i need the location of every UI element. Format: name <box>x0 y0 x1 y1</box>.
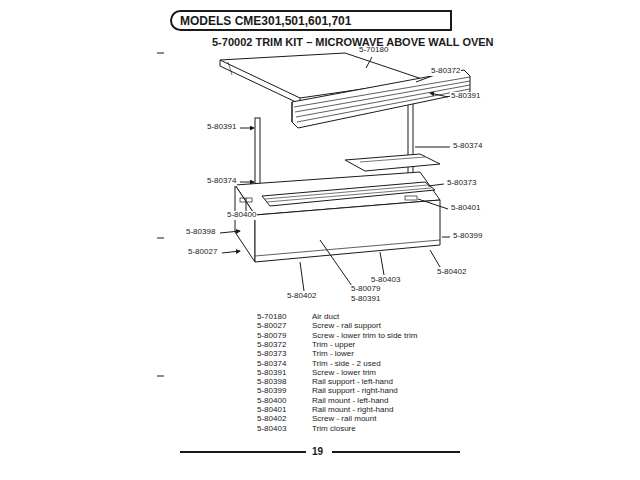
part-description-cell: Trim - upper <box>312 341 355 350</box>
part-description-cell: Rail mount - right-hand <box>312 406 393 415</box>
part-description-cell: Screw - rail support <box>312 322 381 331</box>
part-number-cell: 5-80079 <box>257 332 286 341</box>
part-number-cell: 5-80403 <box>257 425 286 434</box>
part-number-cell: 5-80372 <box>257 341 286 350</box>
part-description-cell: Trim closure <box>312 425 356 434</box>
part-description-cell: Air duct <box>312 313 339 322</box>
part-description-cell: Rail support - left-hand <box>312 378 393 387</box>
callout-number: 5-80374 <box>206 177 237 186</box>
callout-number: 5-80399 <box>452 232 483 241</box>
callout-number: 5-80373 <box>446 179 477 188</box>
model-header-band: MODELS CME301,501,601,701 <box>170 10 452 31</box>
callout-number: 5-80374 <box>452 142 483 151</box>
callout-number: 5-80079 <box>350 285 381 294</box>
part-description-cell: Trim - lower <box>312 350 354 359</box>
callout-number: 5-80391 <box>350 295 381 304</box>
page-number: 19 <box>312 446 323 457</box>
part-number-cell: 5-80391 <box>257 369 286 378</box>
part-description-cell: Rail mount - left-hand <box>312 397 388 406</box>
kit-title: 5-70002 TRIM KIT – MICROWAVE ABOVE WALL … <box>212 36 494 48</box>
callout-number: 5-80400 <box>226 211 257 220</box>
part-number-cell: 5-80399 <box>257 387 286 396</box>
callout-number: 5-80027 <box>187 248 218 257</box>
part-description-cell: Rail support - right-hand <box>312 387 398 396</box>
callout-number: 5-80403 <box>370 276 401 285</box>
callout-number: 5-80402 <box>286 292 317 301</box>
part-number-cell: 5-80374 <box>257 360 286 369</box>
part-number-cell: 5-80373 <box>257 350 286 359</box>
part-number-cell: 5-80398 <box>257 378 286 387</box>
part-description-cell: Screw - lower trim to side trim <box>312 332 417 341</box>
part-description-cell: Trim - side - 2 used <box>312 360 381 369</box>
part-description-cell: Screw - lower trim <box>312 369 376 378</box>
part-number-cell: 5-70180 <box>257 313 286 322</box>
model-list: MODELS CME301,501,601,701 <box>180 14 442 28</box>
callout-number: 5-80401 <box>450 204 481 213</box>
callout-number: 5-80391 <box>450 92 481 101</box>
part-number-cell: 5-80400 <box>257 397 286 406</box>
callout-number: 5-80372 <box>430 67 461 76</box>
part-number-cell: 5-80402 <box>257 415 286 424</box>
part-number-cell: 5-80401 <box>257 406 286 415</box>
callout-number: 5-70180 <box>358 46 389 55</box>
callout-number: 5-80402 <box>436 268 467 277</box>
callout-number: 5-80398 <box>185 228 216 237</box>
callout-number: 5-80391 <box>206 123 237 132</box>
part-number-cell: 5-80027 <box>257 322 286 331</box>
part-description-cell: Screw - rail mount <box>312 415 376 424</box>
